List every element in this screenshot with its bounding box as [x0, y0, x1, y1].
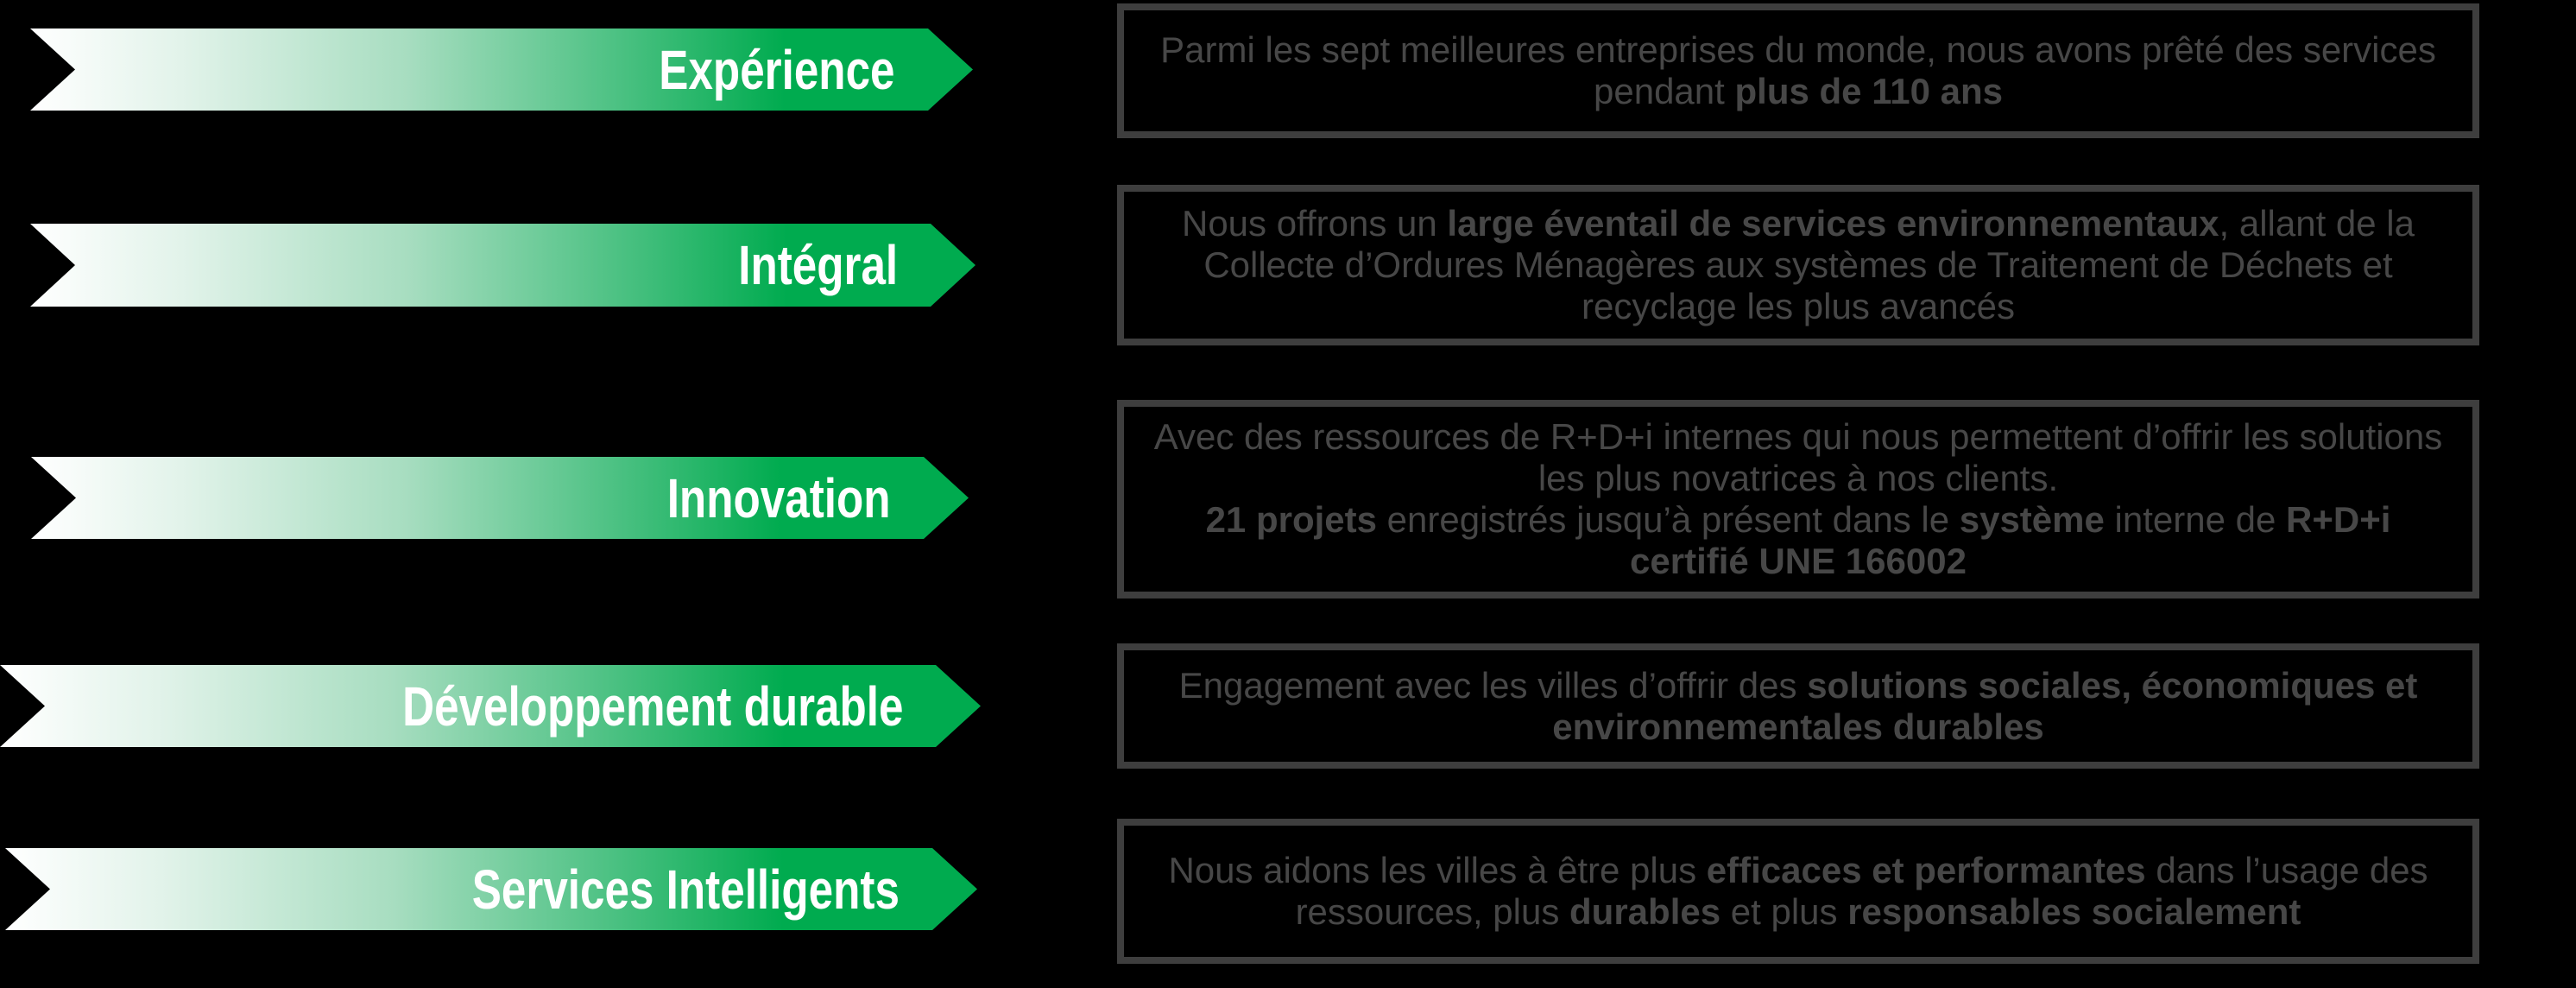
description-box-services-intelligents: Nous aidons les villes à être plus effic…: [1117, 819, 2479, 964]
description-text-integral: Nous offrons un large éventail de servic…: [1181, 203, 2415, 326]
banner-label-services-intelligents: Services Intelligents: [471, 858, 900, 921]
description-box-developpement-durable: Engagement avec les villes d’offrir des …: [1117, 643, 2479, 769]
description-box-experience: Parmi les sept meilleures entreprises du…: [1117, 3, 2479, 138]
description-text-experience: Parmi les sept meilleures entreprises du…: [1160, 29, 2436, 111]
banner-label-innovation: Innovation: [667, 466, 891, 529]
description-box-integral: Nous offrons un large éventail de servic…: [1117, 185, 2479, 345]
banner-label-experience: Expérience: [659, 38, 895, 101]
banner-label-developpement-durable: Développement durable: [401, 674, 903, 738]
banner-arrow-developpement-durable: Développement durable: [0, 665, 981, 747]
description-text-developpement-durable: Engagement avec les villes d’offrir des …: [1178, 664, 2418, 747]
banner-arrow-services-intelligents: Services Intelligents: [5, 848, 977, 930]
description-text-services-intelligents: Nous aidons les villes à être plus effic…: [1168, 850, 2428, 932]
description-text-innovation: Avec des ressources de R+D+i internes qu…: [1153, 416, 2443, 581]
banner-arrow-innovation: Innovation: [31, 457, 969, 539]
banner-arrow-experience: Expérience: [30, 28, 973, 111]
banner-label-integral: Intégral: [738, 234, 898, 296]
description-box-innovation: Avec des ressources de R+D+i internes qu…: [1117, 400, 2479, 598]
banner-arrow-integral: Intégral: [30, 224, 975, 307]
